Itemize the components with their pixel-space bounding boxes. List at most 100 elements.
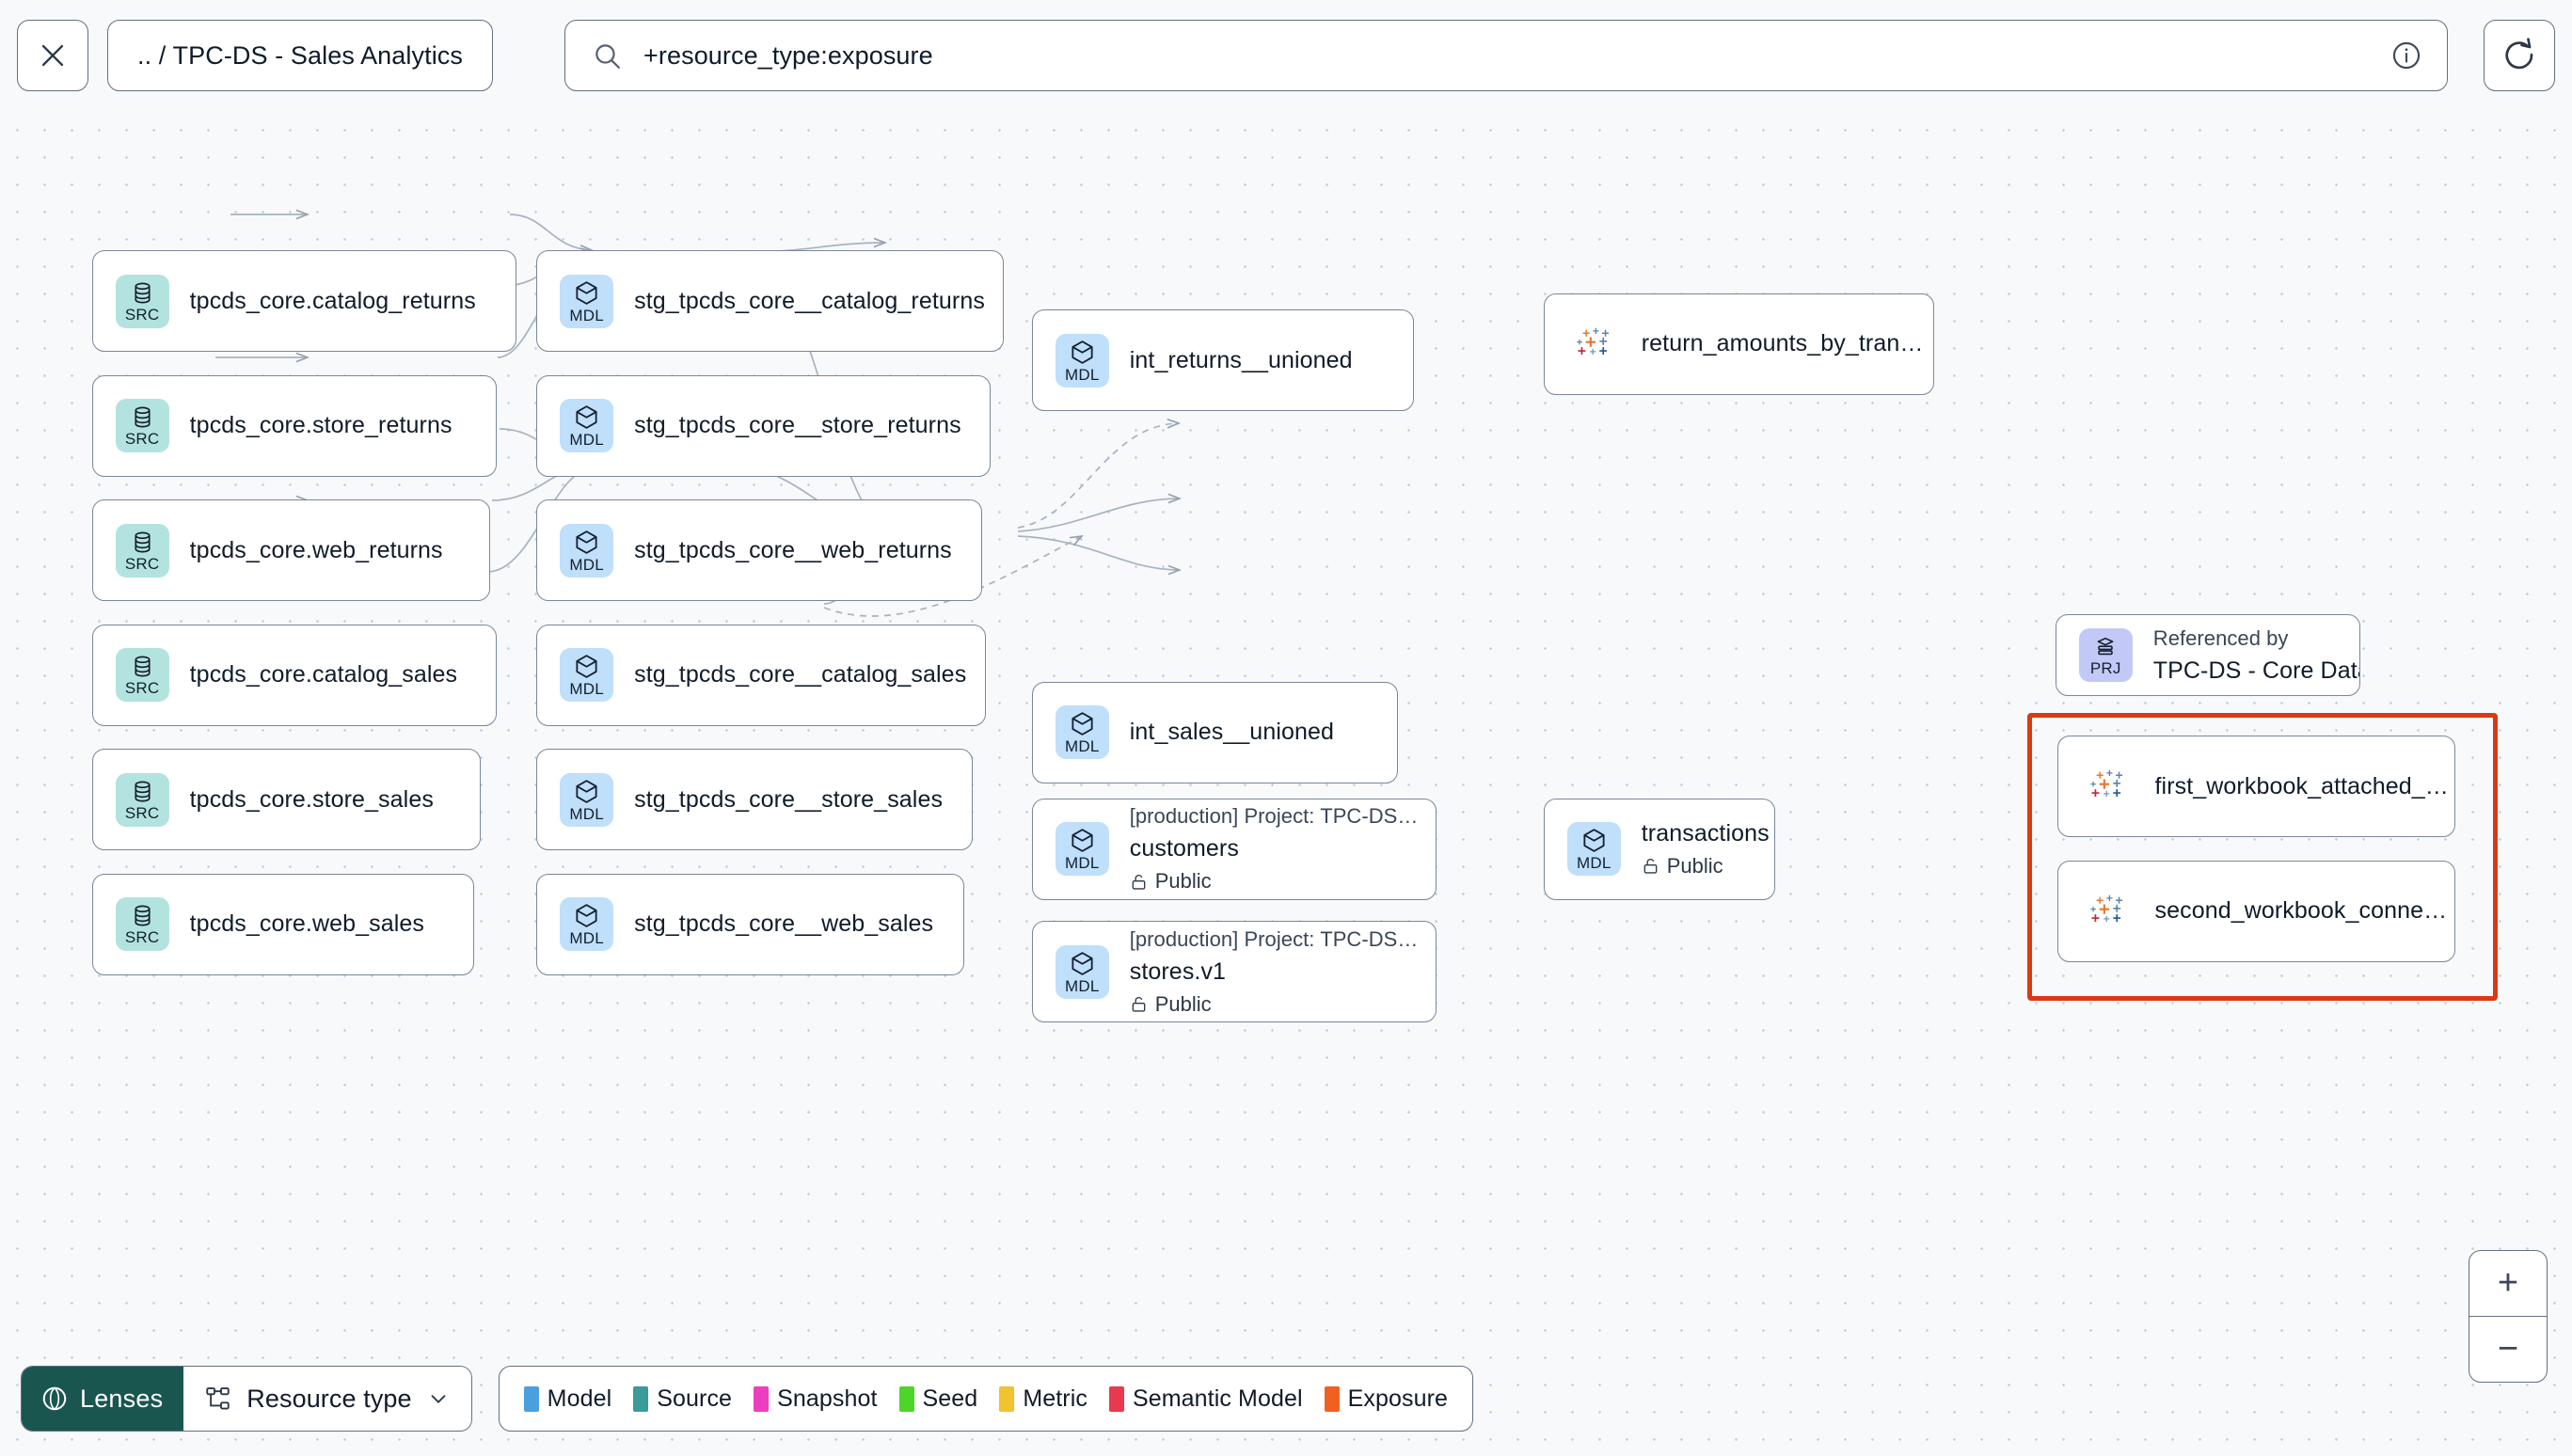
legend-label: Model bbox=[547, 1385, 612, 1412]
node-title: TPC-DS - Core Data Models bbox=[2152, 657, 2359, 684]
model-badge: MDL bbox=[560, 648, 614, 703]
graph-node-stg_catalog_returns[interactable]: MDL stg_tpcds_core__catalog_returns bbox=[536, 250, 1005, 353]
cube-icon bbox=[576, 280, 597, 305]
zoom-out-button[interactable]: − bbox=[2497, 1329, 2519, 1369]
model-badge: MDL bbox=[560, 897, 614, 952]
visibility-row: Public bbox=[1642, 854, 1761, 878]
project-badge: PRJ bbox=[2078, 628, 2133, 683]
resource-type-label: Resource type bbox=[246, 1384, 412, 1413]
model-badge: MDL bbox=[1055, 822, 1109, 877]
badge-text: SRC bbox=[124, 554, 160, 573]
unlock-icon bbox=[1132, 874, 1146, 890]
refresh-button[interactable] bbox=[2484, 20, 2555, 91]
legend-item-snapshot[interactable]: Snapshot bbox=[754, 1385, 877, 1413]
source-badge: SRC bbox=[115, 648, 169, 703]
lens-icon bbox=[42, 1386, 67, 1411]
node-title: stg_tpcds_core__catalog_returns bbox=[634, 287, 985, 314]
selection-highlight-box bbox=[2027, 712, 2499, 1002]
cube-icon bbox=[576, 655, 597, 679]
legend-swatch bbox=[898, 1385, 914, 1412]
resource-type-dropdown[interactable]: Resource type bbox=[183, 1367, 471, 1431]
graph-node-stg_store_sales[interactable]: MDL stg_tpcds_core__store_sales bbox=[536, 749, 973, 851]
badge-text: PRJ bbox=[2089, 658, 2121, 677]
node-title: stg_tpcds_core__catalog_sales bbox=[634, 661, 967, 688]
legend-swatch bbox=[754, 1385, 770, 1412]
legend-label: Semantic Model bbox=[1132, 1385, 1303, 1412]
legend-item-model[interactable]: Model bbox=[523, 1385, 612, 1413]
source-badge: SRC bbox=[115, 772, 169, 827]
tableau-logo-icon bbox=[1577, 327, 1610, 355]
archive-box-icon bbox=[2097, 637, 2114, 656]
model-badge: MDL bbox=[560, 523, 614, 578]
legend-label: Snapshot bbox=[777, 1385, 878, 1412]
node-title: tpcds_core.web_sales bbox=[189, 910, 425, 938]
cube-icon bbox=[576, 780, 597, 803]
legend-item-metric[interactable]: Metric bbox=[999, 1385, 1088, 1413]
search-input[interactable] bbox=[643, 40, 2370, 71]
graph-node-transactions[interactable]: MDL transactions Public bbox=[1543, 798, 1775, 900]
visibility-label: Public bbox=[1666, 853, 1723, 878]
exposure-badge bbox=[2081, 884, 2135, 938]
graph-node-stg_catalog_sales[interactable]: MDL stg_tpcds_core__catalog_sales bbox=[536, 624, 986, 726]
exposure-badge bbox=[1567, 317, 1621, 371]
breadcrumb[interactable]: .. / TPC-DS - Sales Analytics bbox=[107, 20, 494, 91]
legend-swatch bbox=[1108, 1385, 1124, 1412]
refresh-icon bbox=[2505, 38, 2533, 70]
top-toolbar: .. / TPC-DS - Sales Analytics bbox=[0, 0, 2572, 111]
badge-text: MDL bbox=[569, 804, 604, 823]
zoom-in-button[interactable]: + bbox=[2469, 1251, 2547, 1317]
legend-label: Source bbox=[657, 1385, 733, 1412]
graph-node-stores_v1[interactable]: MDL[production] Project: TPC-DS - Core D… bbox=[1031, 921, 1437, 1023]
search-bar[interactable] bbox=[564, 20, 2448, 91]
node-title: stg_tpcds_core__store_sales bbox=[634, 785, 944, 813]
legend-item-semantic-model[interactable]: Semantic Model bbox=[1108, 1385, 1303, 1413]
cube-icon bbox=[1072, 340, 1093, 364]
exposure-badge bbox=[2081, 760, 2135, 814]
graph-node-return_amounts[interactable]: return_amounts_by_transaction_type bbox=[1543, 293, 1934, 395]
legend-label: Exposure bbox=[1347, 1385, 1449, 1412]
lenses-button[interactable]: Lenses bbox=[22, 1367, 184, 1431]
badge-text: MDL bbox=[1064, 365, 1100, 384]
source-badge: SRC bbox=[115, 274, 169, 328]
model-badge: MDL bbox=[560, 274, 614, 328]
legend-label: Metric bbox=[1023, 1385, 1088, 1412]
graph-node-stg_web_sales[interactable]: MDL stg_tpcds_core__web_sales bbox=[536, 873, 965, 975]
legend-item-seed[interactable]: Seed bbox=[898, 1385, 978, 1413]
node-title: stg_tpcds_core__web_sales bbox=[634, 910, 934, 938]
graph-node-customers[interactable]: MDL [production] Project: TPC-DS - Core D… bbox=[1031, 798, 1437, 900]
info-circle-icon[interactable] bbox=[2390, 40, 2422, 71]
legend-item-exposure[interactable]: Exposure bbox=[1324, 1385, 1449, 1413]
badge-text: SRC bbox=[124, 305, 160, 324]
cube-icon bbox=[1072, 712, 1093, 736]
visibility-row: Public bbox=[1130, 869, 1423, 894]
search-icon bbox=[595, 43, 620, 69]
close-button[interactable] bbox=[17, 20, 88, 91]
resource-type-legend: Model Source Snapshot Seed Metric Semantic Mo… bbox=[498, 1366, 1474, 1432]
graph-node-referenced-by-project[interactable]: PRJ Referenced by TPC-DS - Core Data Mod… bbox=[2055, 614, 2361, 697]
database-icon bbox=[135, 905, 151, 926]
node-text: [production] Project: TPC-DS - Core Data… bbox=[1130, 804, 1437, 894]
visibility-label: Public bbox=[1154, 991, 1212, 1016]
cube-icon bbox=[1072, 829, 1093, 852]
graph-node-second_workbook[interactable]: second_workbook_connected_to_live… bbox=[2056, 860, 2456, 962]
badge-text: MDL bbox=[569, 680, 604, 699]
node-title: return_amounts_by_transaction_type bbox=[1641, 330, 1933, 357]
visibility-label: Public bbox=[1154, 869, 1212, 894]
model-badge: MDL bbox=[560, 399, 614, 453]
source-badge: SRC bbox=[115, 399, 169, 453]
visibility-row: Public bbox=[1130, 992, 1423, 1017]
legend-swatch bbox=[633, 1385, 649, 1412]
graph-node-first_workbook[interactable]: first_workbook_attached_to_tpc-ds_-_… bbox=[2056, 736, 2456, 838]
legend-item-source[interactable]: Source bbox=[633, 1385, 732, 1413]
